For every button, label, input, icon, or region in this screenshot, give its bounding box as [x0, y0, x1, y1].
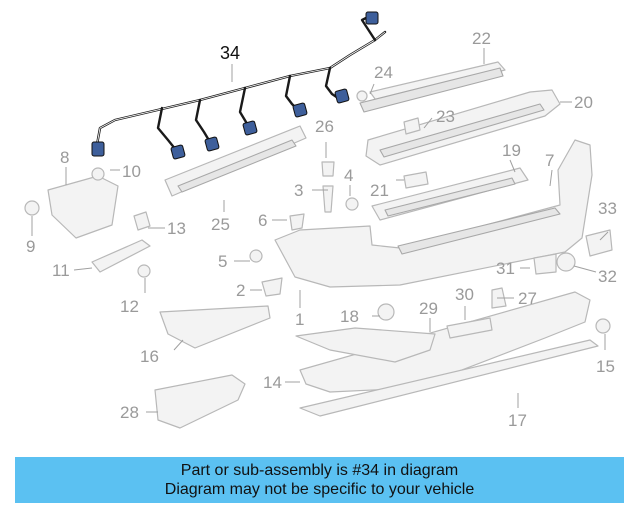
callout-5: 5: [218, 252, 227, 271]
part-11-rail: [91, 239, 151, 273]
callout-33: 33: [598, 199, 617, 218]
part-28-bracket: [154, 374, 246, 429]
part-33-bracket: [585, 229, 613, 257]
callout-11: 11: [52, 261, 70, 280]
banner-line-2: Diagram may not be specific to your vehi…: [164, 481, 475, 498]
callout-28: 28: [120, 403, 139, 422]
part-14-valance: [299, 291, 591, 393]
callout-24: 24: [374, 63, 393, 82]
callout-17: 17: [508, 411, 527, 430]
fasteners: [24, 90, 611, 334]
callout-30: 30: [455, 285, 474, 304]
callout-26: 26: [315, 117, 334, 136]
callout-20: 20: [574, 93, 593, 112]
callout-6: 6: [258, 211, 267, 230]
callout-2: 2: [236, 281, 245, 300]
callout-16: 16: [140, 347, 159, 366]
callout-3: 3: [294, 181, 303, 200]
part-19-retainer: [371, 167, 529, 221]
callout-labels: 34 8 10 9 13 11 12 25 6 5 2 1 3 26 4 21 …: [26, 29, 617, 430]
part-20-reinforcement: [365, 89, 561, 166]
callout-31: 31: [496, 259, 515, 278]
part-16-bracket: [159, 305, 271, 349]
parts-diagram: 34 8 10 9 13 11 12 25 6 5 2 1 3 26 4 21 …: [24, 11, 617, 430]
info-banner: Part or sub-assembly is #34 in diagram D…: [15, 457, 624, 503]
callout-1: 1: [295, 310, 304, 329]
callout-21: 21: [370, 181, 389, 200]
part-1-bumper-cover: [274, 139, 593, 288]
part-29-reflector: [295, 327, 436, 363]
callout-29: 29: [419, 299, 438, 318]
callout-9: 9: [26, 237, 35, 256]
callout-22: 22: [472, 29, 491, 48]
callout-7: 7: [545, 151, 554, 170]
callout-13: 13: [167, 219, 186, 238]
part-25-absorber: [164, 125, 307, 197]
callout-10: 10: [122, 162, 141, 181]
callout-18: 18: [340, 307, 359, 326]
part-8-bracket: [47, 175, 119, 239]
callout-19: 19: [502, 141, 521, 160]
callout-14: 14: [263, 373, 282, 392]
part-34-wiring-harness: [91, 11, 387, 160]
callout-4: 4: [344, 166, 353, 185]
callout-34: 34: [220, 43, 240, 63]
callout-25: 25: [211, 215, 230, 234]
callout-8: 8: [60, 148, 69, 167]
banner-line-1: Part or sub-assembly is #34 in diagram: [180, 462, 459, 479]
part-22-bracket: [359, 61, 506, 113]
leader-lines: [31, 48, 609, 413]
part-17-trim: [299, 339, 599, 417]
callout-23: 23: [436, 107, 455, 126]
part-30-bracket: [446, 317, 493, 339]
callout-27: 27: [518, 289, 537, 308]
callout-12: 12: [120, 297, 139, 316]
callout-15: 15: [596, 357, 615, 376]
callout-32: 32: [598, 267, 617, 286]
